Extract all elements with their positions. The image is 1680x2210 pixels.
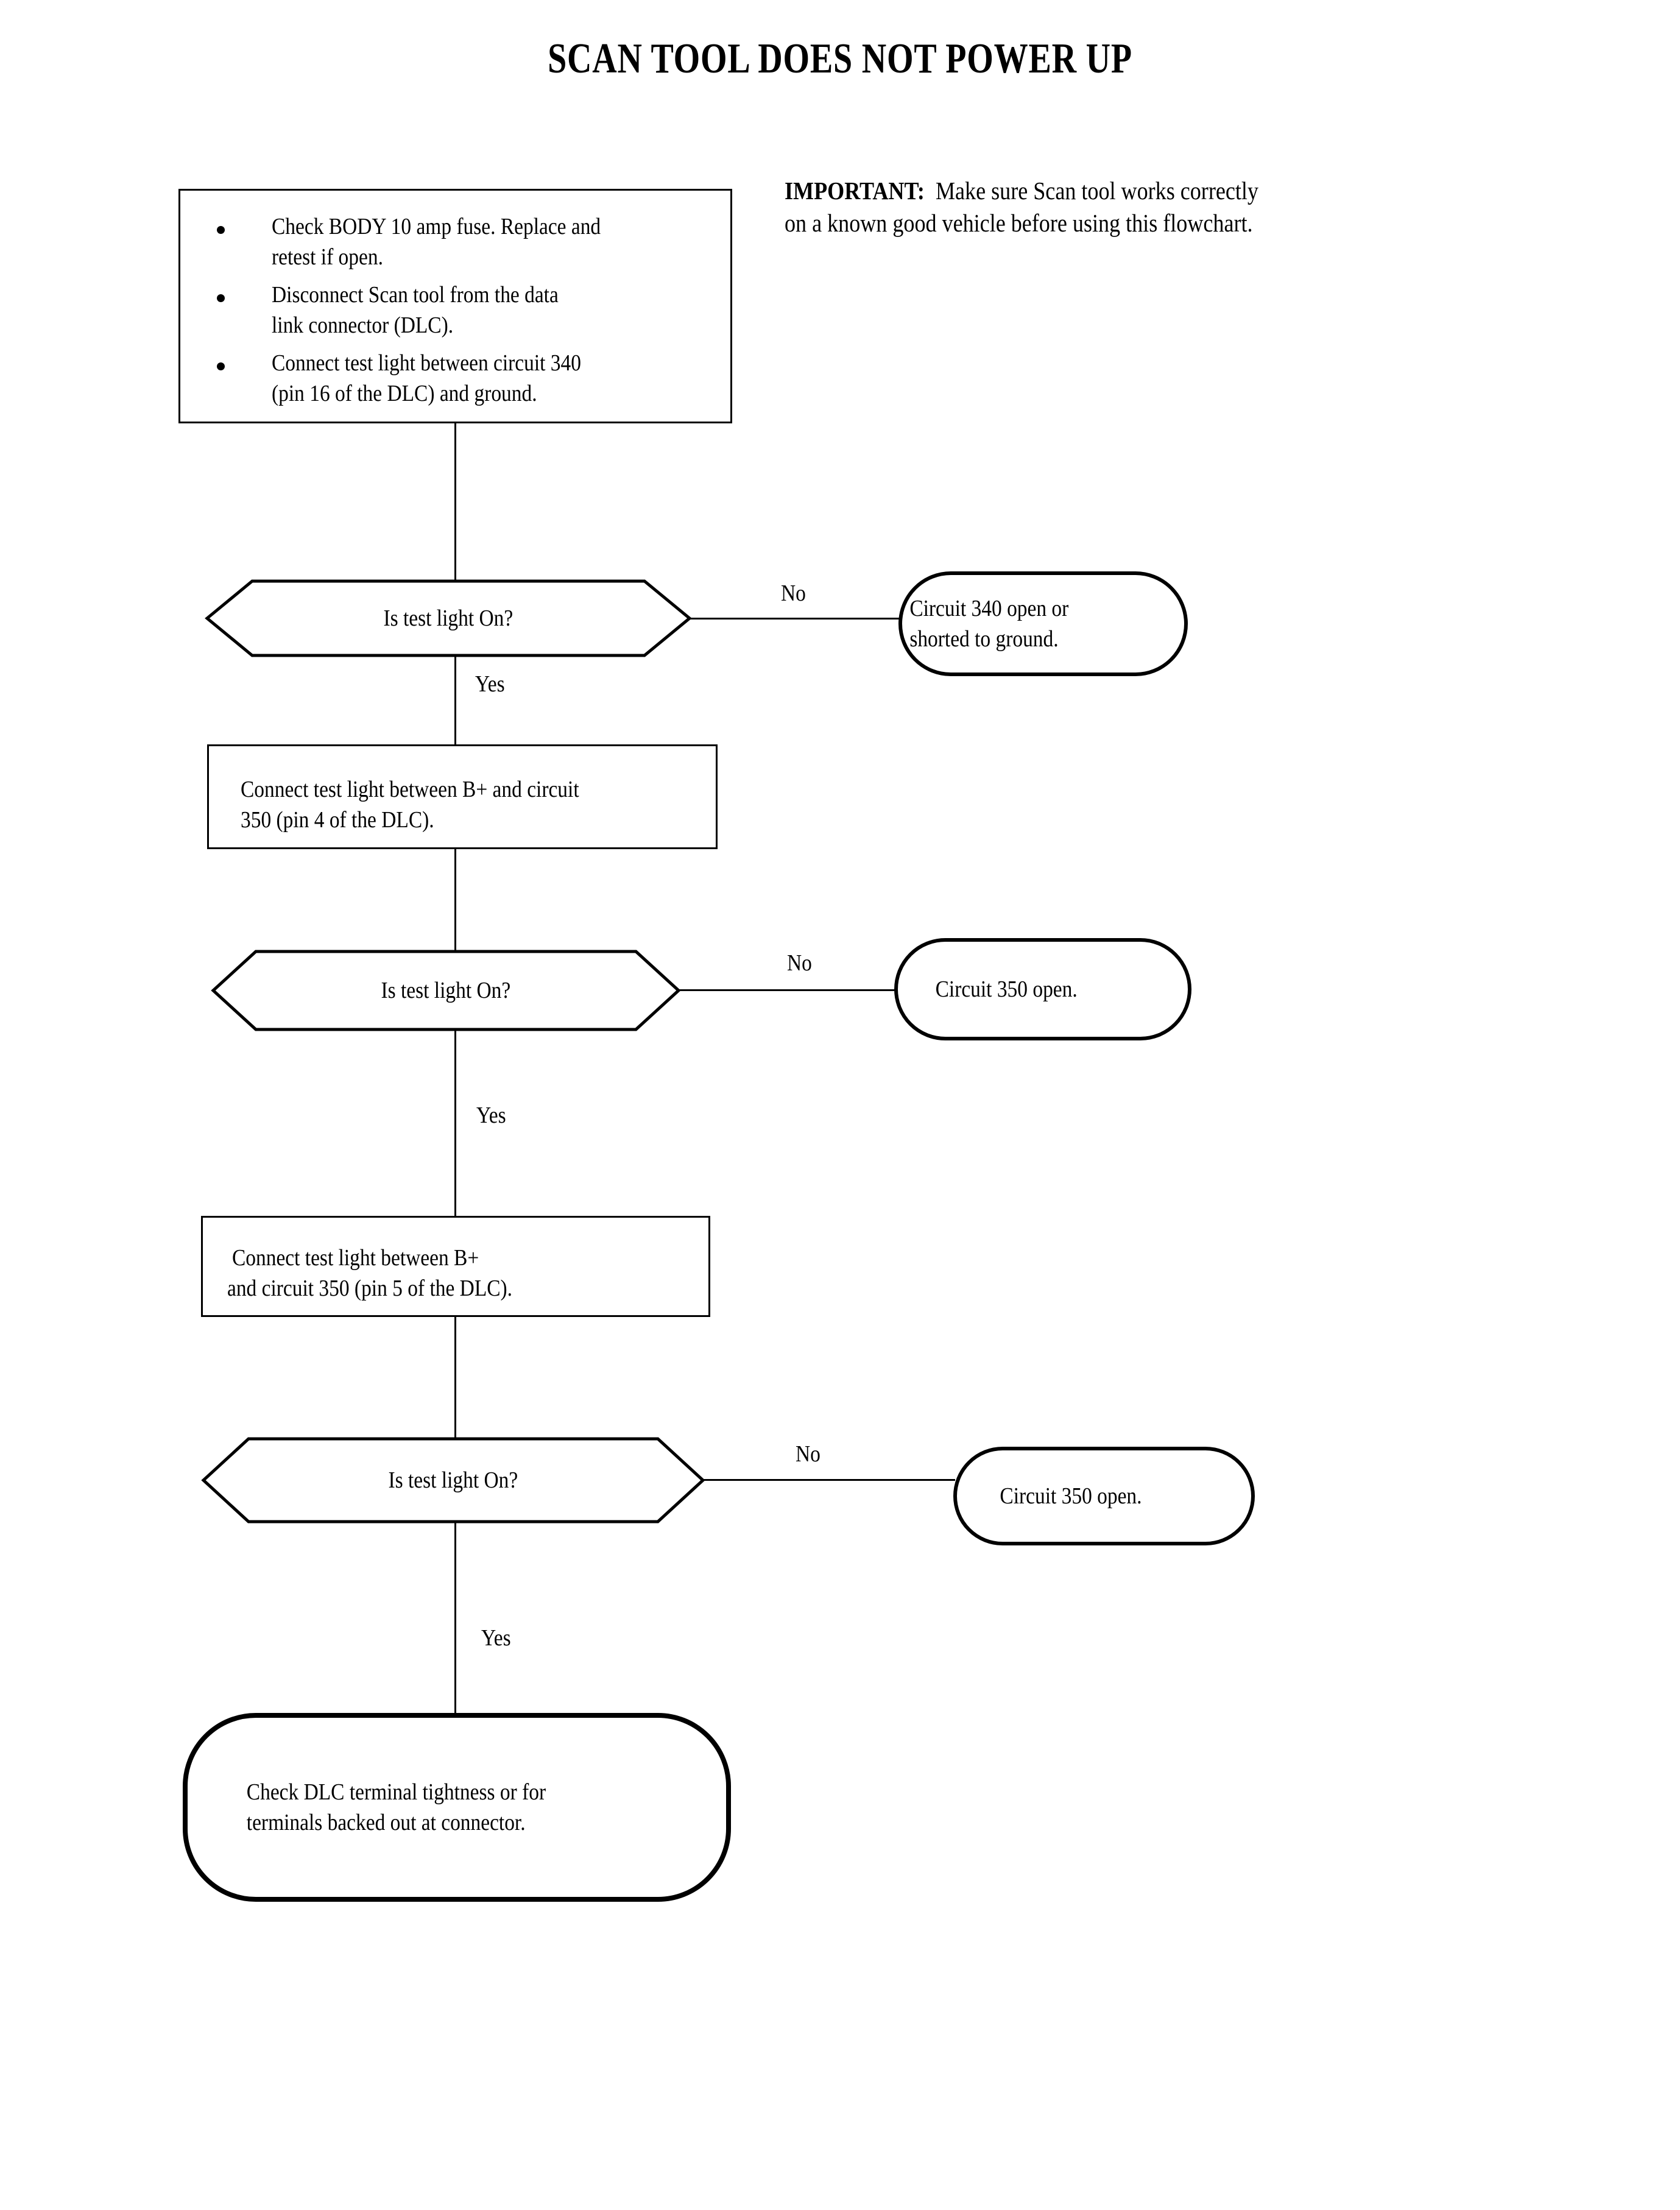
connector-decision3-yes bbox=[454, 1523, 456, 1713]
connector-decision1-no bbox=[688, 618, 900, 620]
terminator-circuit-350-a-text: Circuit 350 open. bbox=[935, 976, 1078, 1002]
edge-label-yes-1: Yes bbox=[475, 671, 505, 697]
connector-box3-to-decision3 bbox=[454, 1317, 456, 1438]
bullet-dot-icon bbox=[217, 226, 225, 234]
terminator-circuit-340-text: Circuit 340 open or shorted to ground. bbox=[902, 593, 1068, 654]
process-3-line-1: Connect test light between B+ bbox=[232, 1245, 479, 1271]
terminator-1-line-1: Circuit 340 open or bbox=[909, 595, 1069, 621]
decision-3: Is test light On? bbox=[201, 1435, 705, 1525]
bullet-3-line-1: Connect test light between circuit 340 bbox=[272, 350, 581, 376]
process-3-box: Connect test light between B+ and circui… bbox=[201, 1216, 710, 1317]
connector-decision2-no bbox=[677, 989, 897, 991]
edge-label-no-3: No bbox=[796, 1441, 821, 1467]
terminator-circuit-350-a: Circuit 350 open. bbox=[894, 938, 1191, 1040]
bullet-dot-icon bbox=[217, 294, 225, 302]
terminator-circuit-340: Circuit 340 open or shorted to ground. bbox=[898, 571, 1188, 676]
bullet-1-line-1: Check BODY 10 amp fuse. Replace and bbox=[272, 214, 601, 239]
decision-2: Is test light On? bbox=[211, 948, 681, 1033]
important-note: IMPORTANT: Make sure Scan tool works cor… bbox=[785, 175, 1258, 240]
bullet-1-line-2: retest if open. bbox=[272, 244, 383, 270]
bullet-2-line-1: Disconnect Scan tool from the data bbox=[272, 282, 559, 308]
important-note-line1: Make sure Scan tool works correctly bbox=[935, 177, 1258, 205]
preliminary-checks-box: Check BODY 10 amp fuse. Replace and rete… bbox=[178, 189, 732, 423]
important-note-lead: IMPORTANT: bbox=[785, 177, 925, 205]
decision-1: Is test light On? bbox=[205, 577, 692, 659]
edge-label-yes-2: Yes bbox=[476, 1103, 506, 1128]
connector-decision1-yes bbox=[454, 657, 456, 746]
connector-decision3-no bbox=[702, 1479, 955, 1481]
connector-box2-to-decision2 bbox=[454, 849, 456, 951]
bullet-3-line-2: (pin 16 of the DLC) and ground. bbox=[272, 381, 537, 406]
process-2-line-2: 350 (pin 4 of the DLC). bbox=[241, 807, 434, 833]
edge-label-yes-3: Yes bbox=[481, 1625, 511, 1651]
edge-label-no-1: No bbox=[781, 581, 806, 606]
connector-decision2-yes bbox=[454, 1031, 456, 1217]
bullet-dot-icon bbox=[217, 362, 225, 370]
process-2-box: Connect test light between B+ and circui… bbox=[207, 744, 718, 849]
page-title: SCAN TOOL DOES NOT POWER UP bbox=[548, 35, 1132, 82]
terminator-final-line-2: terminals backed out at connector. bbox=[246, 1810, 526, 1835]
terminator-circuit-350-b: Circuit 350 open. bbox=[953, 1447, 1255, 1545]
connector-box1-to-decision1 bbox=[454, 423, 456, 581]
terminator-1-line-2: shorted to ground. bbox=[909, 626, 1059, 652]
terminator-check-dlc: Check DLC terminal tightness or for term… bbox=[183, 1713, 731, 1902]
bullet-2-line-2: link connector (DLC). bbox=[272, 312, 454, 338]
terminator-circuit-350-b-text: Circuit 350 open. bbox=[1000, 1483, 1142, 1509]
important-note-line2: on a known good vehicle before using thi… bbox=[785, 209, 1253, 238]
process-2-line-1: Connect test light between B+ and circui… bbox=[241, 777, 579, 802]
terminator-final-line-1: Check DLC terminal tightness or for bbox=[246, 1779, 546, 1805]
edge-label-no-2: No bbox=[787, 950, 812, 976]
process-3-line-2: and circuit 350 (pin 5 of the DLC). bbox=[227, 1276, 513, 1301]
terminator-check-dlc-text: Check DLC terminal tightness or for term… bbox=[188, 1777, 546, 1838]
